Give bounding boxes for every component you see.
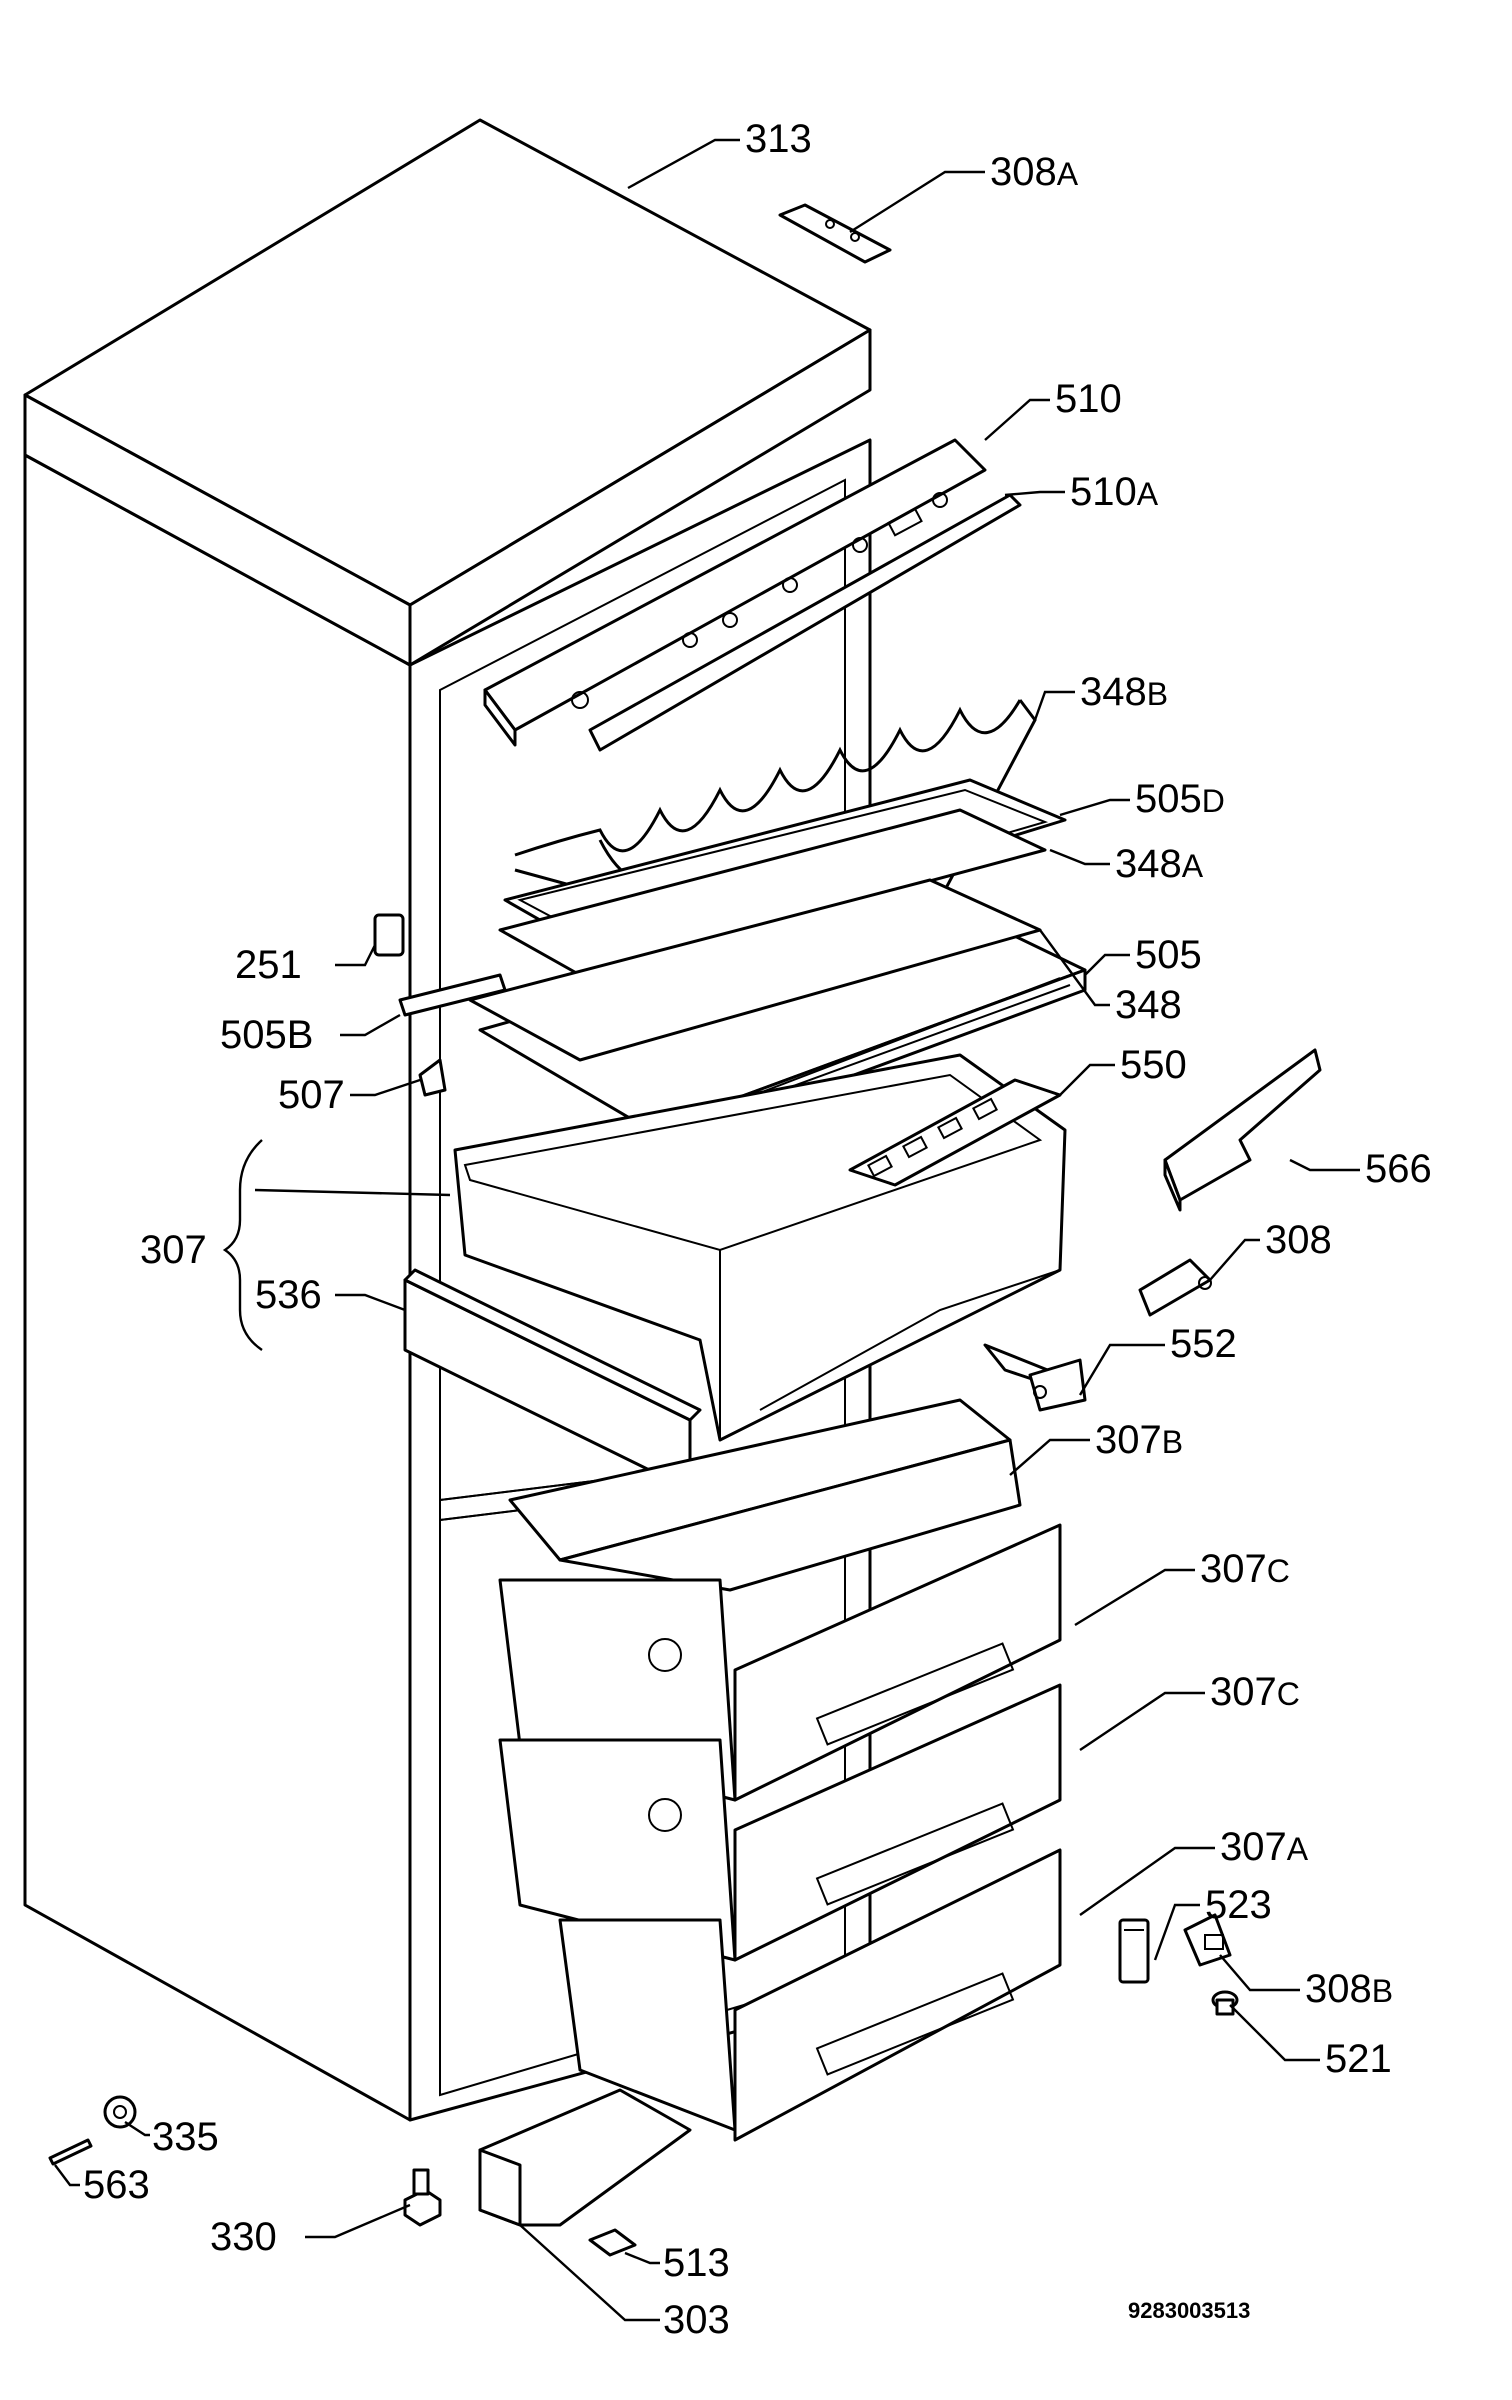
leader-lines bbox=[54, 138, 1360, 2322]
callout-307: 307 bbox=[140, 1228, 207, 1272]
plinth-303 bbox=[478, 2088, 692, 2227]
callout-550: 550 bbox=[1120, 1043, 1187, 1087]
handle-523 bbox=[1118, 1918, 1150, 1984]
callout-308: 308 bbox=[1265, 1218, 1332, 1262]
bracket-566 bbox=[1163, 1048, 1322, 1212]
callout-308b: 308B bbox=[1305, 1967, 1393, 2011]
crisper-cover-536 bbox=[403, 1268, 702, 1492]
control-panel-510 bbox=[483, 438, 987, 747]
callout-307b: 307B bbox=[1095, 1418, 1183, 1462]
clip-513 bbox=[588, 2228, 637, 2257]
callout-510a: 510A bbox=[1070, 470, 1159, 514]
callout-348b: 348B bbox=[1080, 670, 1168, 714]
lamp-251 bbox=[373, 913, 405, 957]
callout-307c-1: 307C bbox=[1200, 1547, 1290, 1591]
callout-536: 536 bbox=[255, 1273, 322, 1317]
callout-552: 552 bbox=[1170, 1322, 1237, 1366]
foot-521 bbox=[1211, 1990, 1239, 2016]
callout-505d: 505D bbox=[1135, 777, 1225, 821]
guide-552 bbox=[983, 1343, 1087, 1412]
callout-303: 303 bbox=[663, 2298, 730, 2342]
callout-505b: 505B bbox=[220, 1013, 313, 1057]
callout-307c-2: 307C bbox=[1210, 1670, 1300, 1714]
callout-505: 505 bbox=[1135, 933, 1202, 977]
freezer-drawer-307c-2 bbox=[498, 1683, 1062, 1962]
foot-330 bbox=[403, 2168, 442, 2227]
hinge-308 bbox=[1138, 1258, 1212, 1317]
support-505b bbox=[398, 973, 507, 1017]
callout-348: 348 bbox=[1115, 983, 1182, 1027]
document-number: 9283003513 bbox=[1128, 2298, 1250, 2323]
callout-251: 251 bbox=[235, 943, 302, 987]
top-cover-313 bbox=[23, 118, 872, 667]
callout-507: 507 bbox=[278, 1073, 345, 1117]
freezer-drawer-307a bbox=[558, 1848, 1062, 2142]
callout-523: 523 bbox=[1205, 1883, 1272, 1927]
bracket-307 bbox=[222, 1139, 263, 1351]
callout-566: 566 bbox=[1365, 1147, 1432, 1191]
callout-335: 335 bbox=[152, 2115, 219, 2159]
callout-510: 510 bbox=[1055, 377, 1122, 421]
callout-330: 330 bbox=[210, 2215, 277, 2259]
trim-strip-510a bbox=[588, 493, 1022, 752]
hinge-308b bbox=[1183, 1913, 1232, 1967]
callout-563: 563 bbox=[83, 2163, 150, 2207]
pin-563 bbox=[48, 2138, 93, 2166]
callout-348a: 348A bbox=[1115, 842, 1204, 886]
callout-307a: 307A bbox=[1220, 1825, 1309, 1869]
callout-513: 513 bbox=[663, 2241, 730, 2285]
cap-507 bbox=[418, 1058, 447, 1097]
callout-521: 521 bbox=[1325, 2037, 1392, 2081]
bushing-335 bbox=[103, 2095, 137, 2129]
callout-308a: 308A bbox=[990, 150, 1079, 194]
freezer-frame-307b bbox=[508, 1398, 1022, 1592]
hinge-308a bbox=[778, 203, 892, 264]
glass-panel-348a bbox=[498, 808, 1047, 977]
callout-313: 313 bbox=[745, 117, 812, 161]
